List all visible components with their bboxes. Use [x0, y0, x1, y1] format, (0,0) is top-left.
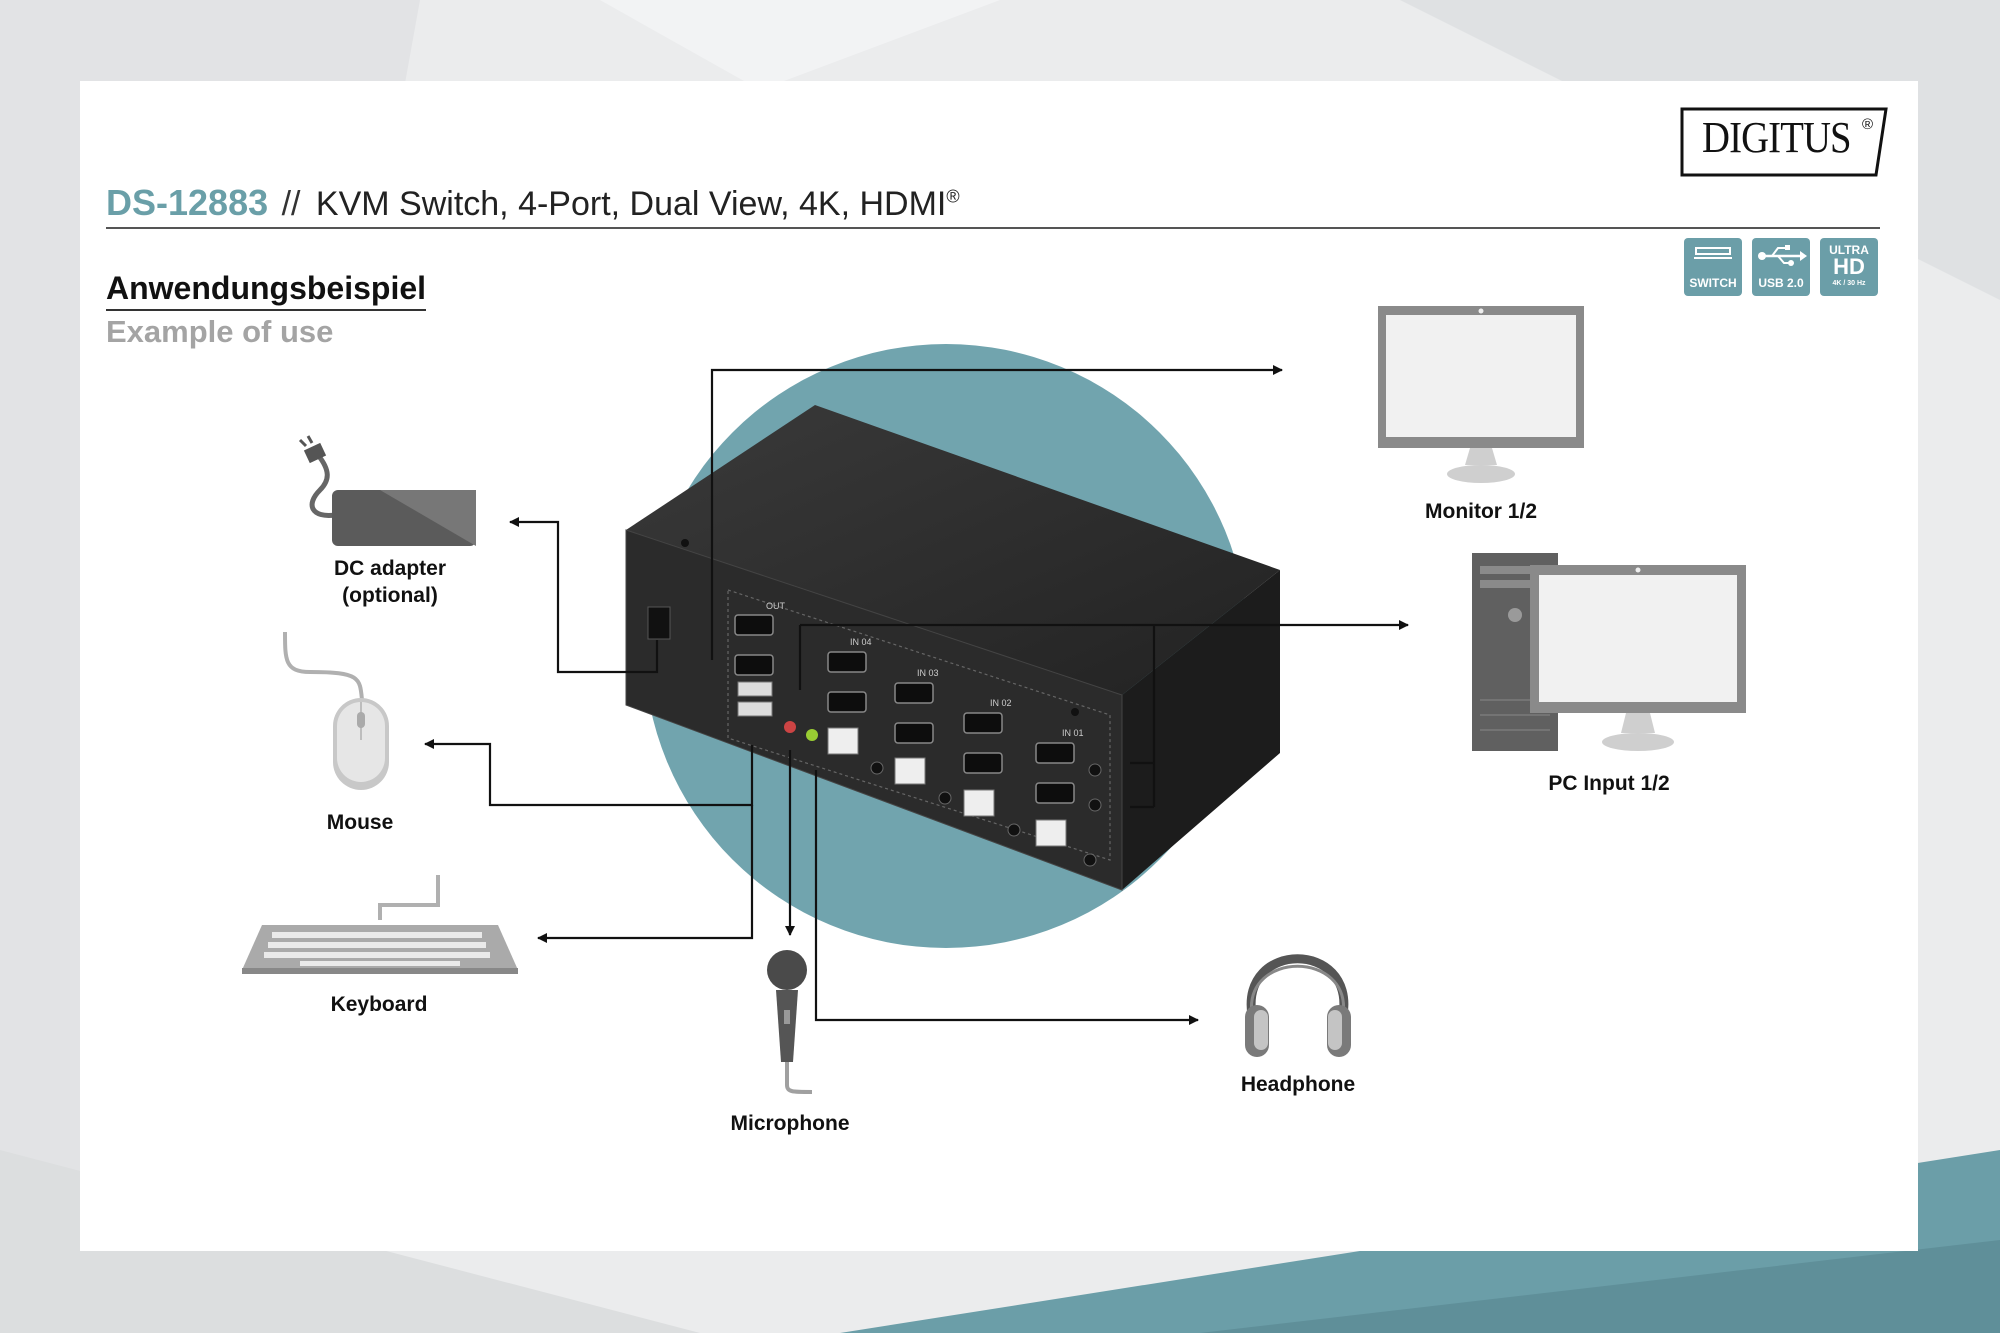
page-title: DS-12883 // KVM Switch, 4-Port, Dual Vie… [106, 182, 960, 224]
pc-icon [1472, 553, 1746, 751]
switch-badge-label: SWITCH [1689, 276, 1737, 290]
title-rule [106, 227, 1880, 229]
port-out-label: OUT [766, 601, 786, 611]
switch-icon [1694, 247, 1732, 259]
logo-text: DIGITUS [1702, 113, 1852, 162]
usb-badge: USB 2.0 [1752, 238, 1810, 296]
monitor-label: Monitor 1/2 [1424, 500, 1538, 523]
logo-reg-mark: ® [1862, 116, 1874, 133]
arrow-to-pc [800, 620, 1409, 807]
ultra-hd-top: ULTRA [1829, 243, 1869, 257]
keyboard-label: Keyboard [330, 993, 428, 1016]
port-in03-label: IN 03 [917, 668, 939, 678]
microphone-icon [767, 950, 813, 1094]
arrow-to-dc-adapter [509, 517, 659, 674]
arrow-to-mouse [424, 739, 754, 807]
model-number: DS-12883 [106, 182, 269, 223]
keyboard-icon [242, 875, 518, 974]
headphone-label: Headphone [1240, 1073, 1356, 1096]
dc-adapter-label-line1: DC adapter [333, 557, 447, 580]
arrow-to-monitor [710, 365, 1283, 660]
product-title: KVM Switch, 4-Port, Dual View, 4K, HDMI [315, 185, 947, 223]
mouse-label: Mouse [326, 811, 394, 834]
ultra-hd-main: HD [1833, 254, 1865, 279]
usb-icon [1758, 245, 1807, 266]
section-heading-en: Example of use [106, 314, 334, 349]
monitor-icon [1378, 306, 1584, 483]
microphone-label: Microphone [730, 1112, 850, 1135]
dc-adapter-icon [298, 435, 476, 546]
dc-adapter-label: DC adapter (optional) [334, 555, 446, 609]
mouse-icon [283, 631, 389, 790]
title-separator: // [281, 185, 301, 223]
port-in04-label: IN 04 [850, 637, 872, 647]
ultra-hd-badge: ULTRA HD 4K / 30 Hz [1820, 238, 1878, 296]
headphone-icon [1245, 954, 1351, 1057]
port-in02-label: IN 02 [990, 698, 1012, 708]
section-heading-de: Anwendungsbeispiel [106, 270, 427, 311]
digitus-logo [1680, 107, 1888, 177]
arrow-to-keyboard [537, 805, 754, 943]
kvm-switch-device: OUT IN 04 IN 03 IN 02 IN 01 [625, 405, 1280, 891]
ultra-hd-sub: 4K / 30 Hz [1832, 280, 1866, 287]
arrow-to-headphone [814, 770, 1199, 1025]
switch-badge: SWITCH [1684, 238, 1742, 296]
usb-badge-label: USB 2.0 [1758, 276, 1804, 290]
dc-adapter-label-line2: (optional) [342, 584, 438, 607]
port-in01-label: IN 01 [1062, 728, 1084, 738]
registered-mark: ® [946, 186, 960, 207]
pc-input-label: PC Input 1/2 [1548, 772, 1670, 795]
